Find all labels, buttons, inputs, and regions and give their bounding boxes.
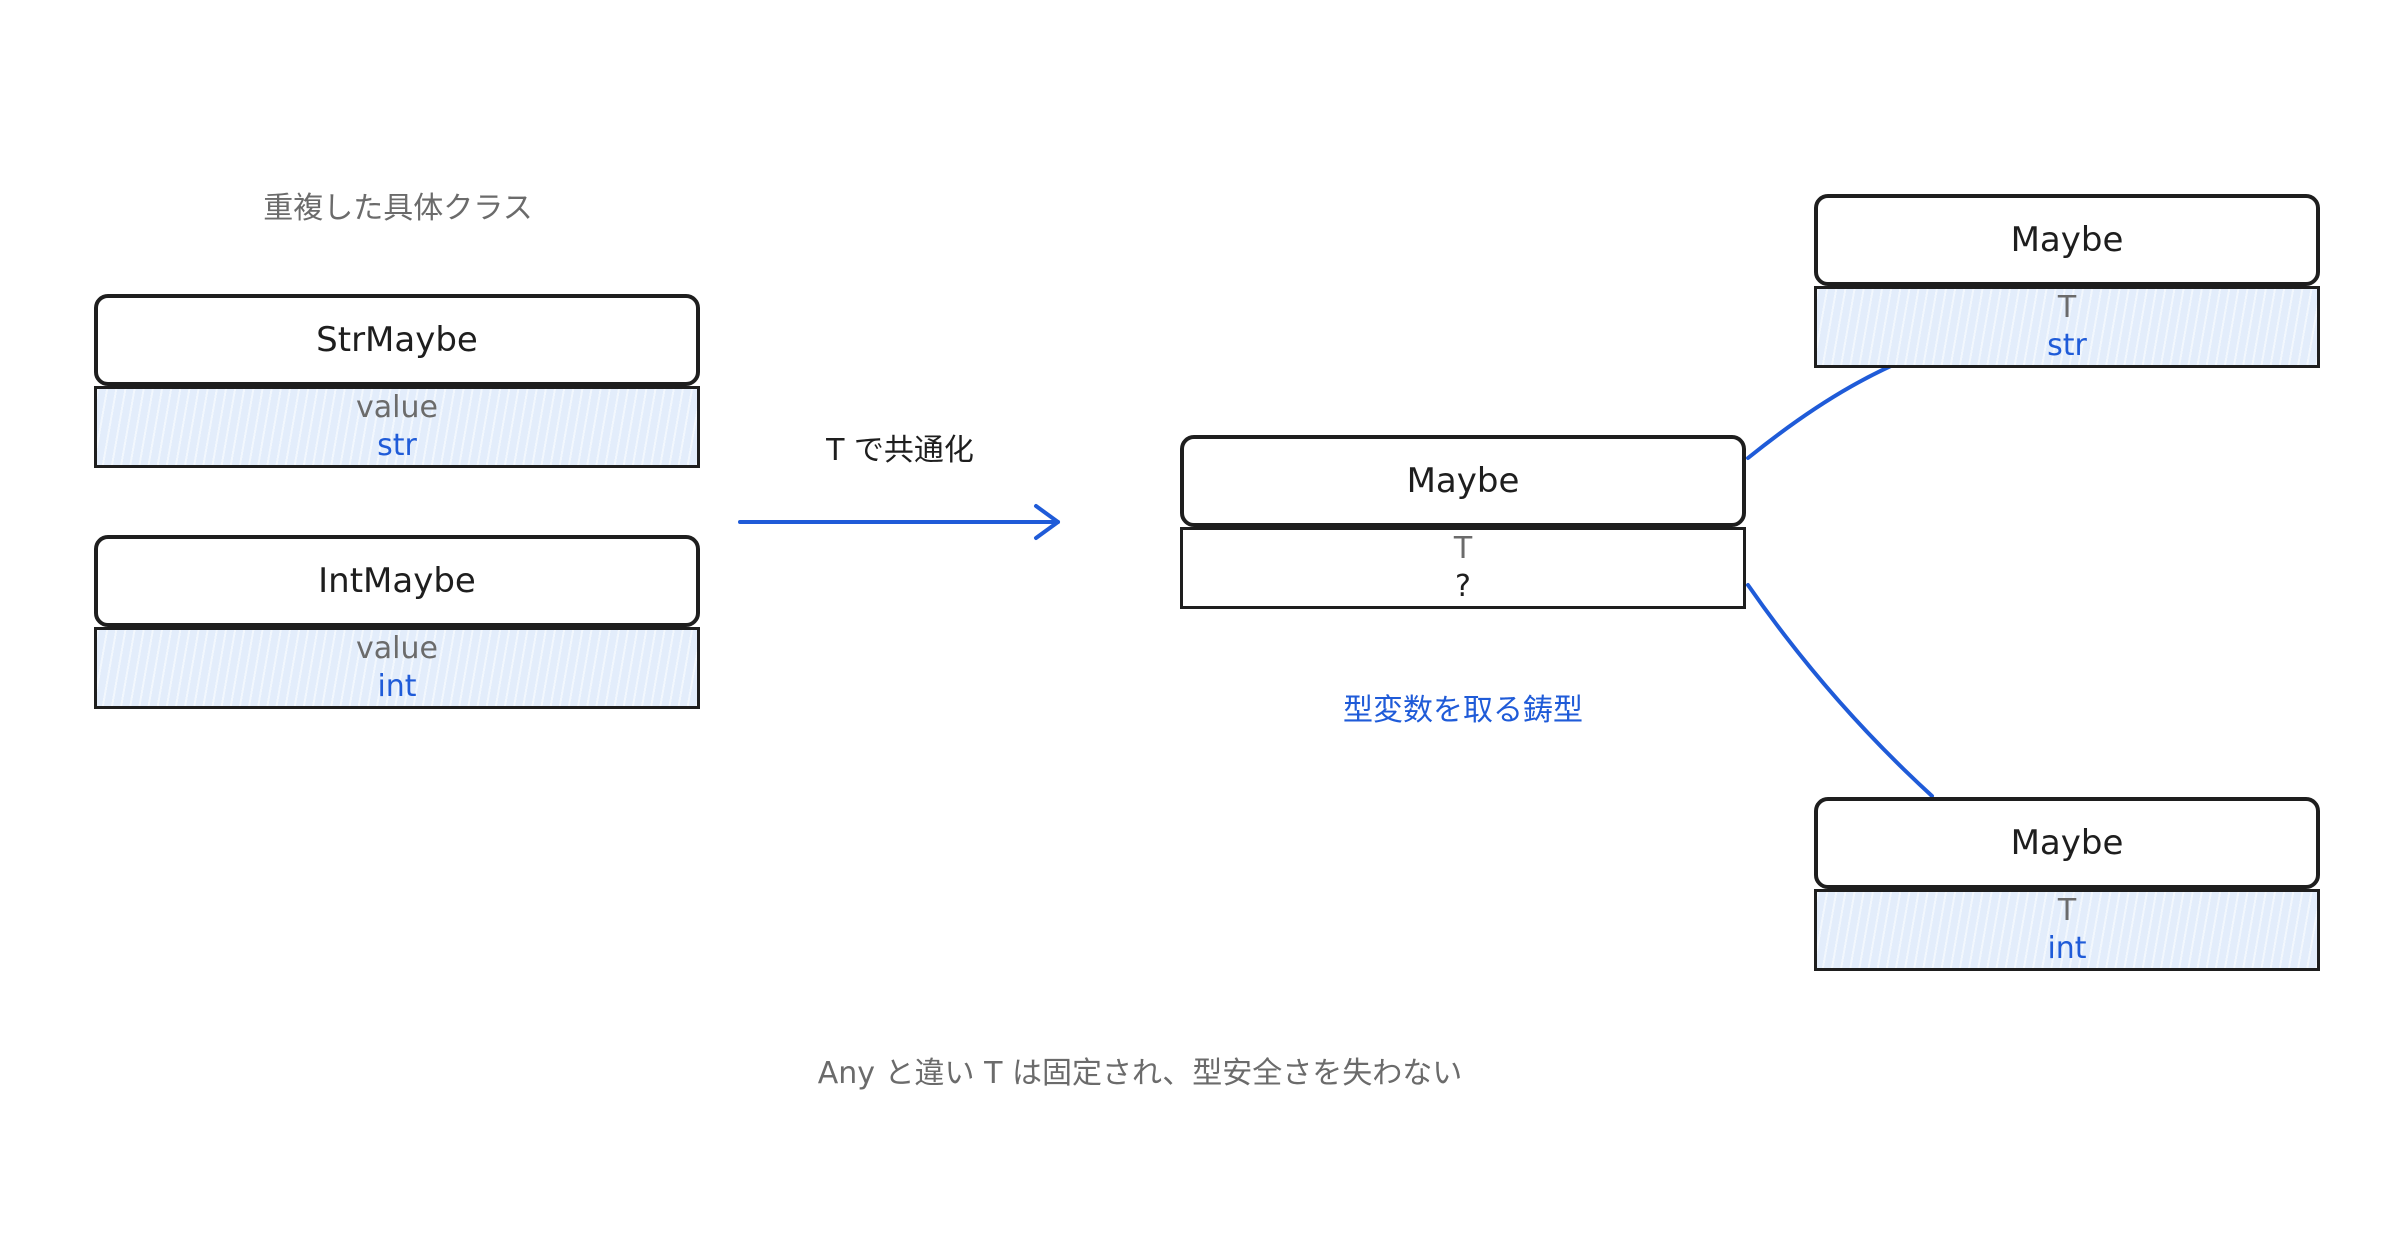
unify-arrowhead	[1034, 504, 1060, 540]
generic-maybe-type: ?	[1455, 569, 1471, 604]
int-maybe-name: IntMaybe	[318, 561, 476, 601]
maybe-str-name: Maybe	[2010, 220, 2124, 260]
connector-to-maybe-int	[1746, 583, 1934, 798]
int-maybe-header: IntMaybe	[94, 535, 700, 627]
maybe-str-type: str	[2047, 328, 2087, 363]
maybe-int-name: Maybe	[2010, 823, 2124, 863]
str-maybe-name: StrMaybe	[316, 320, 478, 360]
int-maybe-field: value	[356, 631, 438, 666]
maybe-int-type: int	[2047, 931, 2087, 966]
str-maybe-body: value str	[94, 386, 700, 468]
left-title: 重複した具体クラス	[263, 191, 533, 226]
str-maybe-field: value	[356, 390, 438, 425]
generic-maybe-header: Maybe	[1180, 435, 1746, 527]
maybe-str-body: T str	[1814, 286, 2320, 368]
generic-caption: 型変数を取る鋳型	[1343, 693, 1583, 728]
generic-maybe-body: T ?	[1180, 527, 1746, 609]
int-maybe-body: value int	[94, 627, 700, 709]
maybe-int-body: T int	[1814, 889, 2320, 971]
arrow-label: T で共通化	[826, 433, 974, 468]
str-maybe-type: str	[377, 428, 417, 463]
maybe-str-param: T	[2057, 290, 2077, 325]
maybe-int-header: Maybe	[1814, 797, 2320, 889]
int-maybe-type: int	[377, 669, 417, 704]
generic-maybe-name: Maybe	[1406, 461, 1520, 501]
str-maybe-header: StrMaybe	[94, 294, 700, 386]
maybe-int-param: T	[2057, 893, 2077, 928]
footer-note: Any と違い T は固定され、型安全さを失わない	[817, 1056, 1463, 1091]
maybe-str-header: Maybe	[1814, 194, 2320, 286]
generic-maybe-param: T	[1453, 531, 1473, 566]
